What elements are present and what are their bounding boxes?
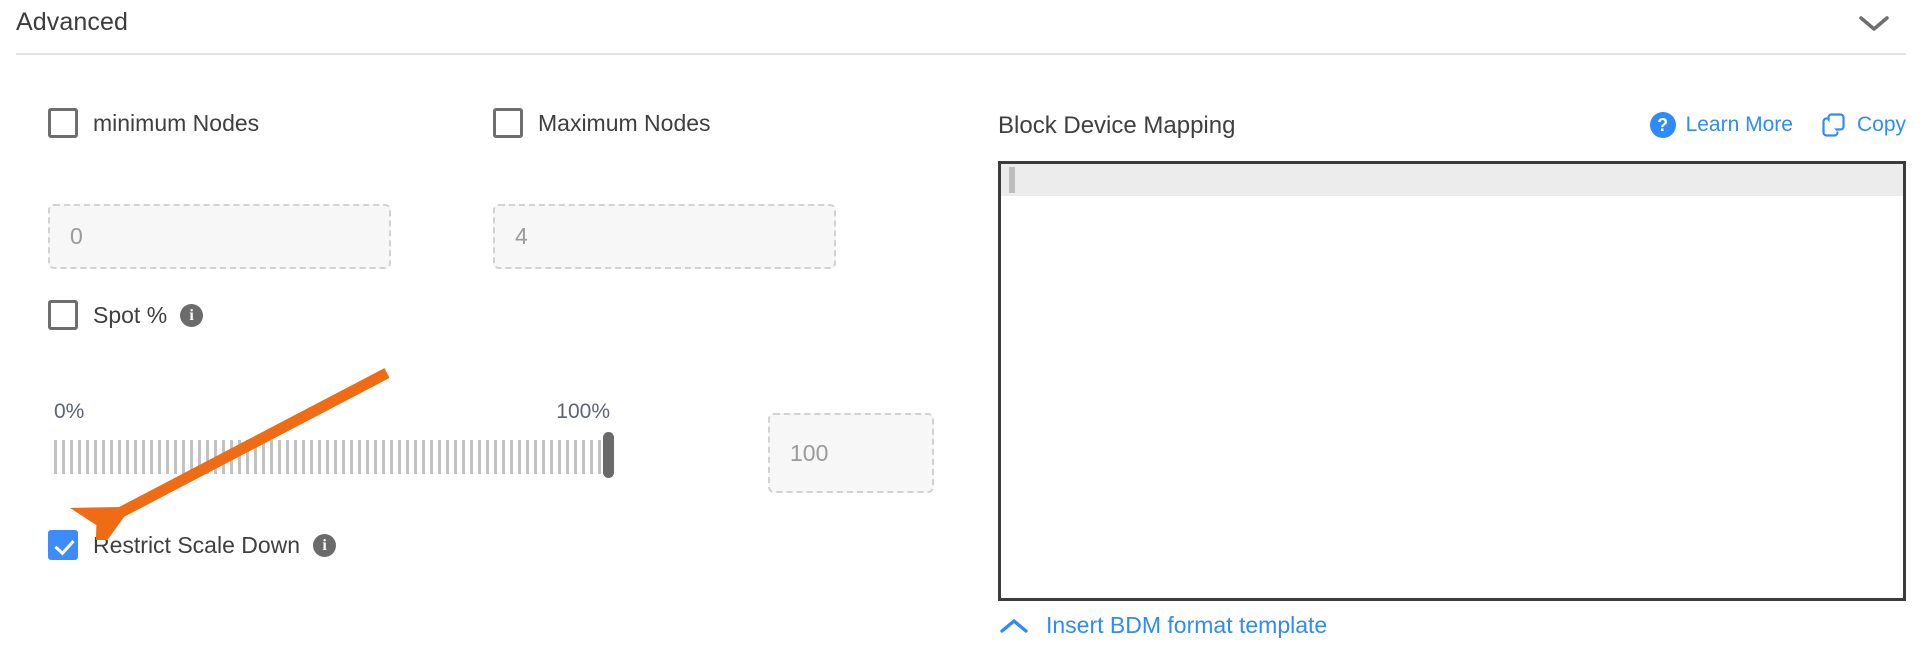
maximum-nodes-checkbox-row[interactable]: Maximum Nodes [493,108,711,138]
maximum-nodes-input[interactable]: 4 [493,204,836,269]
minimum-nodes-checkbox[interactable] [48,108,78,138]
slider-thumb[interactable] [603,432,614,478]
chevron-down-icon[interactable] [1856,8,1892,40]
insert-bdm-template-link[interactable]: Insert BDM format template [1000,612,1327,639]
block-device-mapping-actions: ? Learn More Copy [1649,112,1906,138]
restrict-scale-down-label: Restrict Scale Down [93,531,301,558]
learn-more-label: Learn More [1685,113,1793,136]
insert-bdm-template-label: Insert BDM format template [1046,612,1328,638]
maximum-nodes-checkbox[interactable] [493,108,523,138]
minimum-nodes-input[interactable]: 0 [48,204,391,269]
copy-icon [1821,112,1847,138]
spot-percent-info-icon[interactable]: i [180,303,204,327]
chevron-up-icon [1000,618,1028,634]
copy-label: Copy [1856,113,1906,136]
spot-percent-value-input[interactable]: 100 [768,413,934,493]
editor-active-line [1001,164,1903,196]
editor-caret [1009,167,1015,193]
spot-percent-checkbox-row[interactable]: Spot % i [48,300,204,330]
spot-percent-label: Spot % [93,301,168,328]
spot-percent-slider[interactable]: 0% 100% [48,400,618,480]
restrict-scale-down-checkbox[interactable] [48,530,78,560]
header-divider [16,53,1906,55]
slider-min-label: 0% [54,400,85,423]
copy-button[interactable]: Copy [1821,112,1906,138]
section-header: Advanced [0,0,1920,54]
maximum-nodes-label: Maximum Nodes [538,109,711,136]
restrict-scale-down-info-icon[interactable]: i [313,533,337,557]
question-circle-icon: ? [1649,112,1676,138]
page-title: Advanced [16,8,128,36]
block-device-mapping-editor[interactable] [998,161,1906,601]
block-device-mapping-title: Block Device Mapping [998,112,1236,139]
restrict-scale-down-checkbox-row[interactable]: Restrict Scale Down i [48,530,337,560]
slider-track[interactable] [54,440,612,474]
minimum-nodes-label: minimum Nodes [93,109,260,136]
spot-percent-checkbox[interactable] [48,300,78,330]
minimum-nodes-checkbox-row[interactable]: minimum Nodes [48,108,259,138]
slider-max-label: 100% [556,400,610,423]
learn-more-button[interactable]: ? Learn More [1649,112,1793,138]
